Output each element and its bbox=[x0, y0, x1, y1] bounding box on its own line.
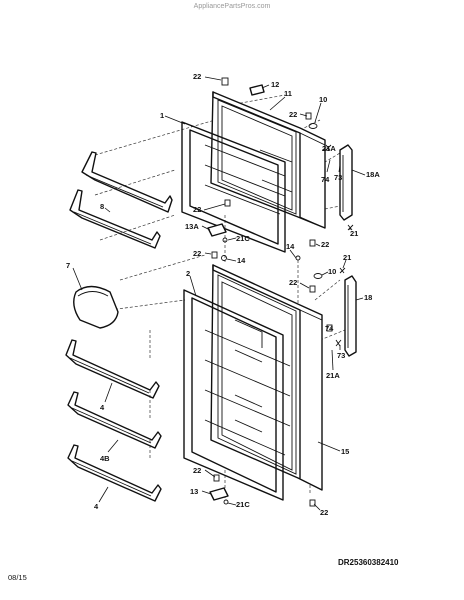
label-2: 2 bbox=[186, 269, 190, 278]
label-22: 22 bbox=[320, 508, 328, 517]
label-14: 14 bbox=[237, 256, 246, 265]
label-21a: 21A bbox=[322, 144, 336, 153]
label-21: 21 bbox=[350, 229, 358, 238]
fresh-food-gasket bbox=[183, 289, 284, 501]
watermark: AppliancePartsPros.com bbox=[193, 3, 271, 10]
label-8: 8 bbox=[100, 202, 104, 211]
freezer-shelves bbox=[69, 151, 173, 249]
label-74: 74 bbox=[321, 175, 330, 184]
freezer-gasket bbox=[181, 121, 286, 253]
label-74: 74 bbox=[325, 324, 334, 333]
label-4: 4 bbox=[94, 502, 99, 511]
diagram-code: DR25360382410 bbox=[338, 558, 399, 567]
hinges bbox=[207, 223, 229, 501]
label-18a: 18A bbox=[366, 170, 380, 179]
alignment-lines bbox=[94, 94, 346, 500]
part-number-labels: 22 12 11 10 22 1 21A 74 73 18A 8 22 13A … bbox=[66, 72, 380, 517]
label-12: 12 bbox=[271, 80, 279, 89]
label-73: 73 bbox=[334, 173, 342, 182]
label-21c: 21C bbox=[236, 500, 250, 509]
label-7: 7 bbox=[66, 261, 70, 270]
label-22: 22 bbox=[193, 72, 201, 81]
freezer-door bbox=[204, 91, 326, 229]
label-10: 10 bbox=[328, 267, 336, 276]
label-22: 22 bbox=[193, 466, 201, 475]
dairy-bin bbox=[73, 285, 119, 329]
label-1: 1 bbox=[160, 111, 164, 120]
label-21a: 21A bbox=[326, 371, 340, 380]
door-handles bbox=[339, 144, 357, 357]
label-21c: 21C bbox=[236, 234, 250, 243]
label-4: 4 bbox=[100, 403, 105, 412]
label-4b: 4B bbox=[100, 454, 110, 463]
leader-lines bbox=[72, 76, 366, 511]
label-22: 22 bbox=[289, 278, 297, 287]
label-18: 18 bbox=[364, 293, 372, 302]
label-22: 22 bbox=[289, 110, 297, 119]
label-11: 11 bbox=[284, 89, 292, 98]
label-10: 10 bbox=[319, 95, 327, 104]
label-15: 15 bbox=[341, 447, 349, 456]
fresh-food-shelves bbox=[65, 339, 162, 502]
label-21: 21 bbox=[343, 253, 351, 262]
label-22: 22 bbox=[193, 205, 201, 214]
label-14: 14 bbox=[286, 242, 295, 251]
label-22: 22 bbox=[321, 240, 329, 249]
label-73: 73 bbox=[337, 351, 345, 360]
fresh-food-door bbox=[204, 264, 323, 491]
label-13: 13 bbox=[190, 487, 198, 496]
revision-date: 08/15 bbox=[8, 573, 27, 582]
label-22: 22 bbox=[193, 249, 201, 258]
label-13a: 13A bbox=[185, 222, 199, 231]
